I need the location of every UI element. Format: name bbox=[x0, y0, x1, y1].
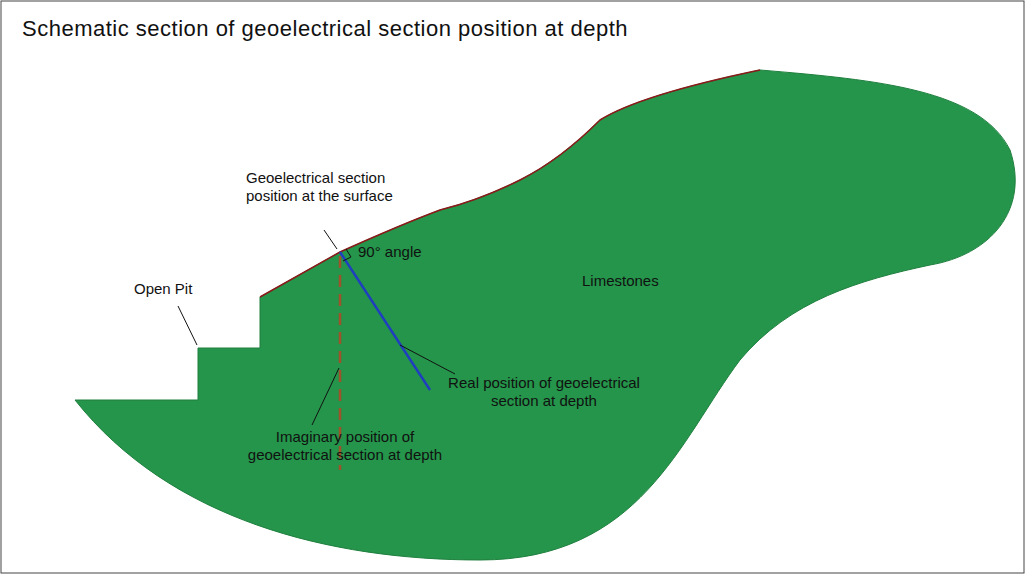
callout-label: Geoelectrical section position at the su… bbox=[246, 169, 426, 205]
right-angle-mark bbox=[343, 249, 351, 261]
diagram-title: Schematic section of geoelectrical secti… bbox=[22, 16, 628, 42]
angle-label: 90° angle bbox=[358, 243, 468, 261]
callout-label: Open Pit bbox=[134, 280, 224, 298]
callout-label: Imaginary position of geoelectrical sect… bbox=[240, 428, 450, 464]
leader-line bbox=[324, 230, 337, 249]
leader-line bbox=[400, 345, 455, 374]
leader-line bbox=[312, 368, 339, 425]
region-label: Limestones bbox=[582, 272, 702, 290]
callout-label: Real position of geoelectrical section a… bbox=[444, 374, 644, 410]
leader-line bbox=[178, 306, 197, 345]
real-section-line bbox=[340, 252, 430, 390]
limestone-body bbox=[75, 70, 1015, 560]
